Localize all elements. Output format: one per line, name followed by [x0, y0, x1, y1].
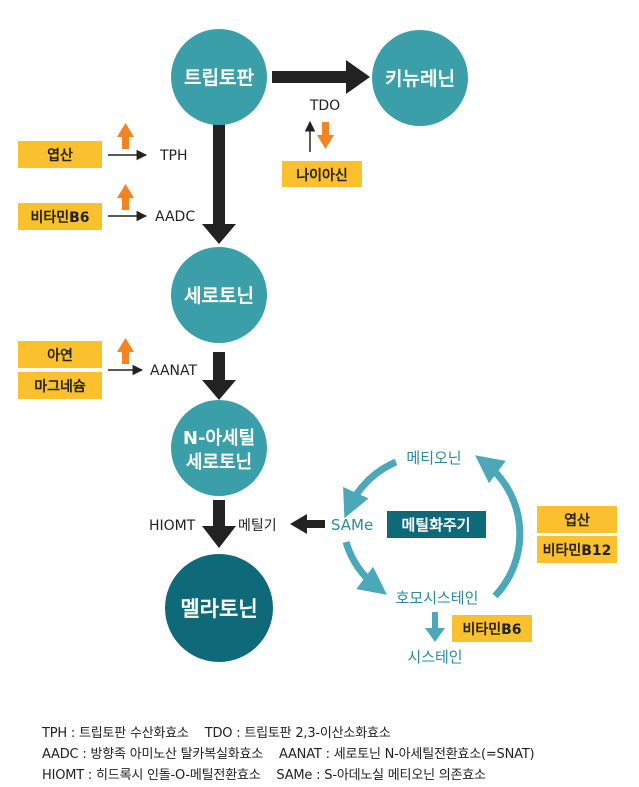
legend-abbr: TPH: [42, 726, 67, 741]
orange-down-arrow-icon: [317, 122, 334, 149]
arrow-serotonin-to-nacetyl: [202, 352, 236, 400]
cofactor-niacin: 나이아신: [282, 161, 362, 187]
enzyme-tdo: TDO: [309, 98, 340, 114]
arrow-trp-to-kynurenine: [272, 60, 370, 94]
legend-abbr: TDO: [204, 726, 233, 741]
legend-row-2: AADC : 방향족 아미노산 탈카복실화효소 AANAT : 세로토닌 N-아…: [42, 747, 535, 762]
legend-desc: 방향족 아미노산 탈카복실화효소: [90, 747, 263, 762]
cofactor-zinc-label: 아연: [47, 347, 73, 364]
legend-desc: S-아데노실 메티오닌 의존효소: [324, 768, 486, 783]
arrow-same-to-methyl: [290, 514, 325, 534]
cofactor-vitamin-b12: 비타민B12: [537, 536, 617, 563]
node-tryptophan-label: 트립토판: [184, 67, 254, 89]
node-kynurenine: 키뉴레닌: [372, 30, 468, 126]
node-serotonin: 세로토닌: [171, 247, 267, 343]
arrow-nacetyl-to-melatonin: [202, 500, 236, 548]
cofactor-niacin-label: 나이아신: [296, 167, 348, 184]
node-n-acetyl-line1: N-아세틸: [183, 428, 255, 449]
node-melatonin: 멜라토닌: [165, 554, 273, 662]
orange-up-arrow-icon: [117, 123, 134, 149]
legend-desc: 히드록시 인돌-O-메틸전환효소: [96, 768, 261, 783]
cofactor-folate-1-label: 엽산: [47, 147, 73, 164]
enzyme-aadc: AADC: [155, 209, 195, 225]
methyl-group-label: 메틸기: [238, 518, 277, 534]
methionine-label: 메티오닌: [406, 449, 461, 467]
legend-desc: 트립토판 수산화효소: [79, 726, 189, 741]
enzyme-tph: TPH: [159, 148, 188, 164]
homocysteine-label: 호모시스테인: [396, 589, 479, 607]
cofactor-folate-1: 엽산: [18, 141, 102, 168]
same-label: SAMe: [331, 516, 373, 534]
cofactor-magnesium: 마그네슘: [18, 372, 102, 399]
legend-abbr: HIOMT: [42, 768, 84, 783]
node-melatonin-label: 멜라토닌: [180, 597, 257, 621]
cofactor-vitamin-b6-1: 비타민B6: [18, 203, 102, 230]
arrow-trp-to-serotonin: [202, 110, 236, 244]
legend-desc: 트립토판 2,3-이산소화효소: [244, 726, 391, 741]
cofactor-zinc: 아연: [18, 341, 102, 368]
legend-abbr: AANAT: [278, 747, 322, 762]
cofactor-vitamin-b6-2: 비타민B6: [452, 615, 532, 642]
arrow-homocysteine-to-cysteine: [425, 612, 445, 642]
legend-row-1: TPH : 트립토판 수산화효소 TDO : 트립토판 2,3-이산소화효소: [42, 726, 391, 741]
legend-row-3: HIOMT : 히드록시 인돌-O-메틸전환효소 SAMe : S-아데노실 메…: [42, 768, 486, 783]
node-tryptophan: 트립토판: [171, 29, 267, 125]
pathway-diagram: 트립토판 키뉴레닌 세로토닌 N-아세틸 세로토닌 멜라토닌 TDO 나이아신 …: [18, 29, 617, 666]
methylation-cycle-arcs: [342, 455, 524, 599]
enzyme-hiomt: HIOMT: [149, 518, 196, 534]
methylation-cycle-badge-label: 메틸화주기: [401, 516, 470, 534]
cofactor-folate-2-label: 엽산: [564, 512, 590, 529]
node-kynurenine-label: 키뉴레닌: [385, 68, 455, 90]
enzyme-aanat: AANAT: [150, 363, 198, 379]
cysteine-label: 시스테인: [407, 648, 462, 666]
orange-up-arrow-icon: [117, 184, 134, 210]
cofactor-vitamin-b6-1-label: 비타민B6: [30, 209, 89, 226]
methylation-cycle-badge: 메틸화주기: [387, 511, 486, 538]
node-n-acetyl-line2: 세로토닌: [186, 452, 252, 473]
cofactor-folate-2: 엽산: [537, 506, 617, 533]
node-n-acetylserotonin: N-아세틸 세로토닌: [171, 400, 267, 496]
legend-abbr: AADC: [42, 747, 79, 762]
legend-desc: 세로토닌 N-아세틸전환효소(=SNAT): [333, 747, 535, 762]
orange-up-arrow-icon: [117, 338, 134, 364]
cofactor-vitamin-b6-2-label: 비타민B6: [462, 621, 521, 638]
cofactor-magnesium-label: 마그네슘: [34, 379, 86, 395]
legend-abbr: SAMe: [276, 768, 313, 783]
node-serotonin-label: 세로토닌: [184, 285, 254, 307]
cofactor-vitamin-b12-label: 비타민B12: [543, 542, 612, 559]
